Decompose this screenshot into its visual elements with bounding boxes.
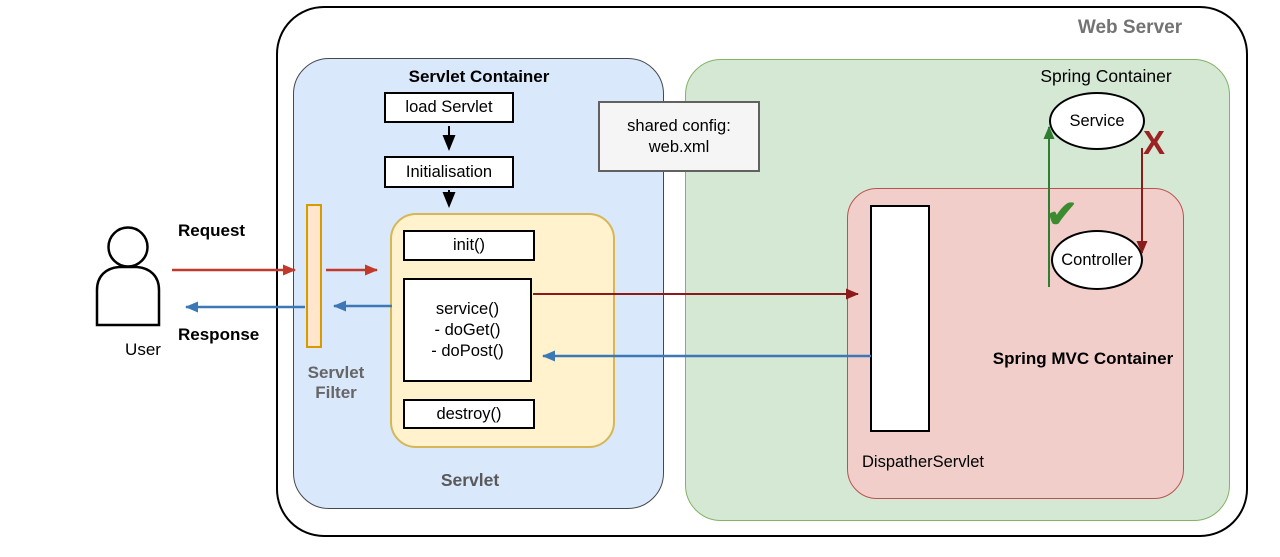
shared-config-line1: shared config: xyxy=(627,116,731,135)
controller-bean: Controller xyxy=(1051,230,1143,290)
request-label: Request xyxy=(178,221,246,240)
dispatcher-servlet-label: DispatherServlet xyxy=(862,453,984,471)
shared-config-line2: web.xml xyxy=(648,137,710,156)
initialisation-node: Initialisation xyxy=(384,156,514,188)
destroy-node: destroy() xyxy=(403,399,535,429)
servlet-filter-label-line1: Servlet xyxy=(307,363,365,382)
service-node: service() - doGet() - doPost() xyxy=(403,278,532,382)
init-node: init() xyxy=(403,230,535,261)
check-mark-icon: ✔ xyxy=(1046,194,1078,236)
web-server-title: Web Server xyxy=(1077,17,1183,38)
spring-mvc-container-title: Spring MVC Container xyxy=(992,349,1174,368)
servlet-caption: Servlet xyxy=(440,470,500,490)
spring-container-title: Spring Container xyxy=(1040,66,1172,86)
service-label: service() xyxy=(435,299,500,318)
servlet-filter-bar xyxy=(306,204,322,348)
response-label: Response xyxy=(178,325,260,344)
servlet-filter-label-line2: Filter xyxy=(315,383,357,402)
cross-mark-icon: X xyxy=(1143,124,1166,161)
servlet-container-title: Servlet Container xyxy=(408,67,550,86)
doget-label: - doGet() xyxy=(434,320,501,339)
user-label: User xyxy=(125,340,161,359)
servlet-filter-label: Servlet Filter xyxy=(276,363,396,403)
load-servlet-node: load Servlet xyxy=(384,92,514,123)
user-icon xyxy=(95,226,161,327)
dispatcher-servlet-node xyxy=(870,205,930,432)
shared-config-box: shared config: web.xml xyxy=(598,101,760,172)
dopost-label: - doPost() xyxy=(431,341,504,360)
service-bean: Service xyxy=(1049,92,1145,150)
